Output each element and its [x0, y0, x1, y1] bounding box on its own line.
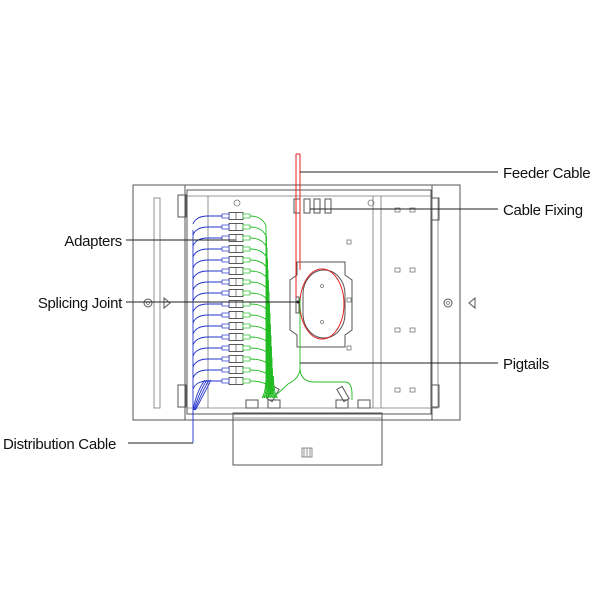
distribution-fiber: [192, 347, 222, 357]
label-adapters: Adapters: [64, 233, 122, 250]
pigtail-fiber: [249, 281, 276, 399]
leader-lines: [126, 171, 498, 444]
adapter-connector-blue: [221, 290, 230, 296]
pigtail-fiber: [249, 375, 278, 399]
adapter-connector-blue: [221, 345, 230, 351]
distribution-fiber: [192, 369, 222, 379]
distribution-fiber: [192, 215, 222, 225]
adapter-connector-green: [242, 246, 251, 252]
adapter-connector-blue: [221, 356, 230, 362]
adapter-connector-green: [242, 257, 251, 263]
distribution-fiber: [192, 303, 222, 313]
adapter-connector-green: [242, 279, 251, 285]
feeder-cable: [295, 153, 301, 298]
label-cable-fixing: Cable Fixing: [503, 202, 583, 219]
adapter-connector-blue: [221, 268, 230, 274]
distribution-fiber: [192, 292, 222, 302]
distribution-fiber: [192, 237, 222, 247]
pigtail-fiber: [249, 347, 273, 399]
adapter-connector-blue: [221, 323, 230, 329]
distribution-fiber: [192, 358, 222, 368]
adapter-connector-green: [242, 290, 251, 296]
adapter-connector-green: [242, 268, 251, 274]
pigtail-fiber: [249, 358, 274, 399]
adapter-connector-blue: [221, 367, 230, 373]
distribution-fiber: [192, 270, 222, 280]
distribution-fiber: [192, 379, 206, 411]
adapter-connector-blue: [221, 378, 230, 384]
pigtail-fiber: [249, 369, 276, 399]
adapter-panel: [221, 212, 251, 385]
pigtail-fiber: [249, 270, 274, 399]
splice-tray: [289, 261, 353, 348]
pigtail-fiber: [249, 292, 278, 399]
adapter-connector-green: [242, 213, 251, 219]
adapter-connector-green: [242, 235, 251, 241]
distribution-fiber: [192, 248, 222, 258]
adapter-connector-green: [242, 345, 251, 351]
adapter-connector-blue: [221, 224, 230, 230]
distribution-fiber: [192, 226, 222, 236]
label-distribution-cable: Distribution Cable: [3, 436, 116, 453]
distribution-fiber: [195, 379, 212, 411]
label-pigtails: Pigtails: [503, 356, 549, 373]
adapter-connector-blue: [221, 312, 230, 318]
pigtail-fiber: [249, 259, 272, 399]
adapter-connector-green: [242, 356, 251, 362]
distribution-fibers: [192, 215, 222, 443]
distribution-fiber: [192, 314, 222, 324]
adapter-connector-green: [242, 224, 251, 230]
distribution-fiber: [192, 259, 222, 269]
adapter-connector-blue: [221, 246, 230, 252]
pigtails: [249, 215, 353, 400]
adapter-connector-green: [242, 334, 251, 340]
adapter-connector-green: [242, 312, 251, 318]
adapter-connector-green: [242, 378, 251, 384]
pigtail-fiber: [249, 314, 271, 399]
pigtail-fiber: [249, 215, 267, 399]
adapter-connector-green: [242, 323, 251, 329]
enclosure: [132, 184, 476, 466]
distribution-fiber: [192, 281, 222, 291]
label-feeder-cable: Feeder Cable: [503, 165, 590, 182]
pigtail-fiber: [249, 336, 272, 399]
label-splicing-joint: Splicing Joint: [38, 295, 123, 312]
adapter-connector-blue: [221, 257, 230, 263]
distribution-fiber: [192, 336, 222, 346]
adapter-connector-green: [242, 301, 251, 307]
adapter-connector-blue: [221, 279, 230, 285]
adapter-connector-green: [242, 367, 251, 373]
distribution-fiber: [193, 379, 208, 411]
distribution-fiber: [194, 379, 210, 411]
adapter-connector-blue: [221, 334, 230, 340]
adapter-connector-blue: [221, 213, 230, 219]
pigtail-fiber: [249, 226, 267, 399]
adapter-connector-blue: [221, 235, 230, 241]
distribution-fiber: [192, 325, 222, 335]
adapter-connector-blue: [221, 301, 230, 307]
